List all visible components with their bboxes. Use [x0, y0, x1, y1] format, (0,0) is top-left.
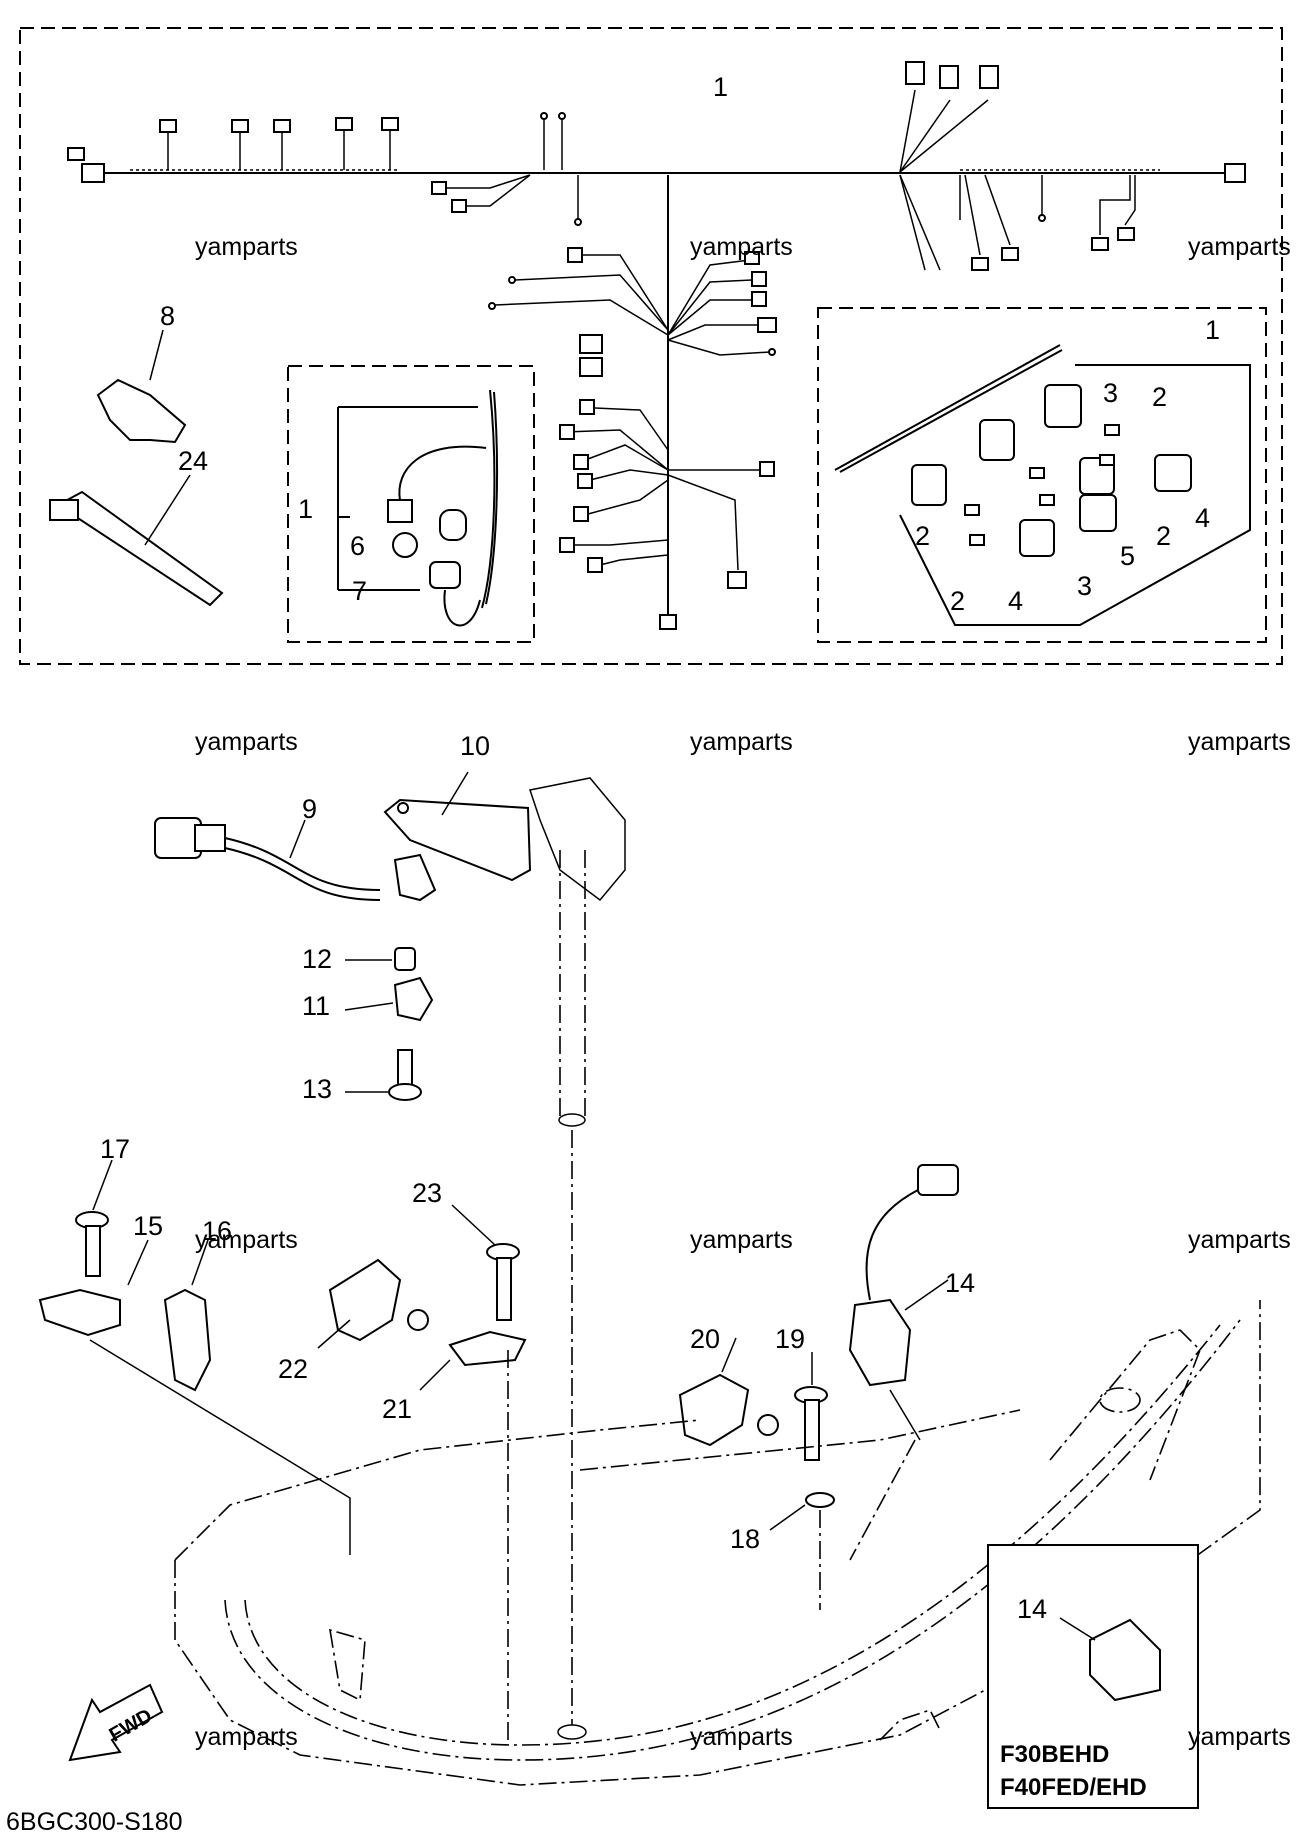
watermark: yamparts [1188, 233, 1291, 261]
part-11-plate [344, 976, 434, 1022]
callout-4-a: 4 [1195, 503, 1210, 533]
lower-cowling-shaft [529, 777, 626, 1740]
callout-5: 5 [1120, 541, 1135, 571]
callout-4-b: 4 [1008, 586, 1023, 616]
drawing-code: 6BGC300-S180 [6, 1808, 183, 1836]
callout-19: 19 [775, 1324, 805, 1354]
part-16-clamp [163, 1239, 212, 1392]
watermark: yamparts [195, 1226, 298, 1254]
model-note-line1: F30BEHD [1000, 1741, 1109, 1768]
callout-18: 18 [730, 1524, 760, 1554]
part-18-washer [769, 1492, 835, 1610]
watermark: yamparts [1188, 1226, 1291, 1254]
callout-12: 12 [302, 944, 332, 974]
callout-16: 16 [202, 1216, 232, 1246]
connector-inset [337, 389, 499, 627]
part-13-bolt [345, 1049, 422, 1101]
terminal-inset-frame [817, 307, 1267, 643]
part-22-holder [317, 1258, 429, 1349]
callout-6: 6 [350, 531, 365, 561]
part-19-screw [794, 1352, 828, 1461]
watermark: yamparts [690, 728, 793, 756]
terminal-inset [834, 344, 1251, 626]
connector-inset-frame [287, 365, 535, 643]
model-note-line2: F40FED/EHD [1000, 1774, 1147, 1801]
callout-13: 13 [302, 1074, 332, 1104]
callout-1-top: 1 [713, 72, 728, 102]
callout-2-b: 2 [915, 521, 930, 551]
watermark: yamparts [195, 1723, 298, 1751]
callout-1-left: 1 [298, 494, 313, 524]
leader-15-16 [89, 1339, 351, 1555]
part-23-screw [451, 1204, 520, 1740]
watermark: yamparts [690, 233, 793, 261]
watermarks: yamparts yamparts yamparts yamparts yamp… [195, 233, 1291, 1751]
callout-2-c: 2 [950, 586, 965, 616]
fwd-arrow-icon [68, 1683, 164, 1762]
part-12-collar [345, 947, 416, 971]
bracket-10 [383, 771, 532, 882]
part-14-inset-connector [1059, 1617, 1161, 1702]
callout-15: 15 [133, 1211, 163, 1241]
callout-23: 23 [412, 1178, 442, 1208]
watermark: yamparts [195, 233, 298, 261]
watermark: yamparts [195, 728, 298, 756]
callout-14-inset: 14 [1017, 1594, 1047, 1624]
callout-8: 8 [160, 301, 175, 331]
callout-10: 10 [460, 731, 490, 761]
cable-tie-24 [49, 474, 224, 607]
callout-7: 7 [352, 576, 367, 606]
watermark: yamparts [1188, 728, 1291, 756]
watermark: yamparts [690, 1226, 793, 1254]
callout-20: 20 [690, 1324, 720, 1354]
part-20-holder [678, 1337, 779, 1447]
callout-3-b: 3 [1077, 571, 1092, 601]
part-21-plate [419, 1330, 527, 1391]
part-14-connector [848, 1164, 959, 1561]
callout-22: 22 [278, 1354, 308, 1384]
callout-17: 17 [100, 1134, 130, 1164]
callout-11: 11 [302, 991, 330, 1021]
main-wire-harness [67, 61, 1246, 630]
callout-3-a: 3 [1103, 378, 1118, 408]
part-15-bracket [38, 1239, 149, 1337]
callout-21: 21 [382, 1394, 412, 1424]
callout-1-right: 1 [1205, 315, 1220, 345]
clamp-8 [96, 329, 187, 444]
part-17-screw [75, 1159, 113, 1277]
watermark: yamparts [1188, 1723, 1291, 1751]
harness-assembly-frame [19, 27, 1283, 665]
callout-14: 14 [945, 1268, 975, 1298]
callout-2-d: 2 [1156, 521, 1171, 551]
callout-2-a: 2 [1152, 382, 1167, 412]
callout-9: 9 [302, 794, 317, 824]
callout-labels: 1 1 1 2 2 2 2 3 3 4 4 5 6 7 8 9 10 11 12… [100, 72, 1220, 1624]
callout-24: 24 [178, 446, 208, 476]
watermark: yamparts [690, 1723, 793, 1751]
sensor-lead-9 [154, 817, 437, 902]
